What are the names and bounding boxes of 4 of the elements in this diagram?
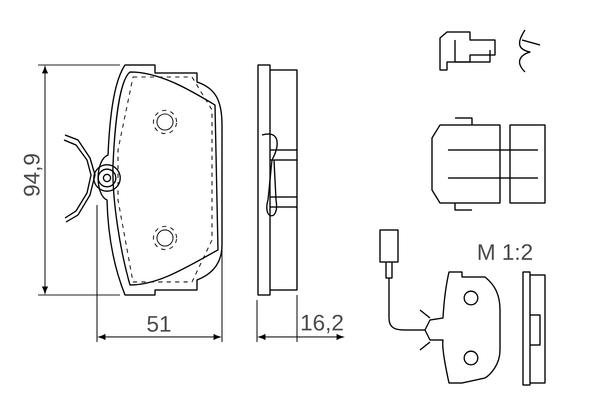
dimension-label: 16,2 <box>302 314 343 334</box>
dimension-label: 51 <box>147 316 170 332</box>
dimension-label: 94,9 <box>24 154 42 196</box>
scale-label: M 1:2 <box>478 244 532 260</box>
